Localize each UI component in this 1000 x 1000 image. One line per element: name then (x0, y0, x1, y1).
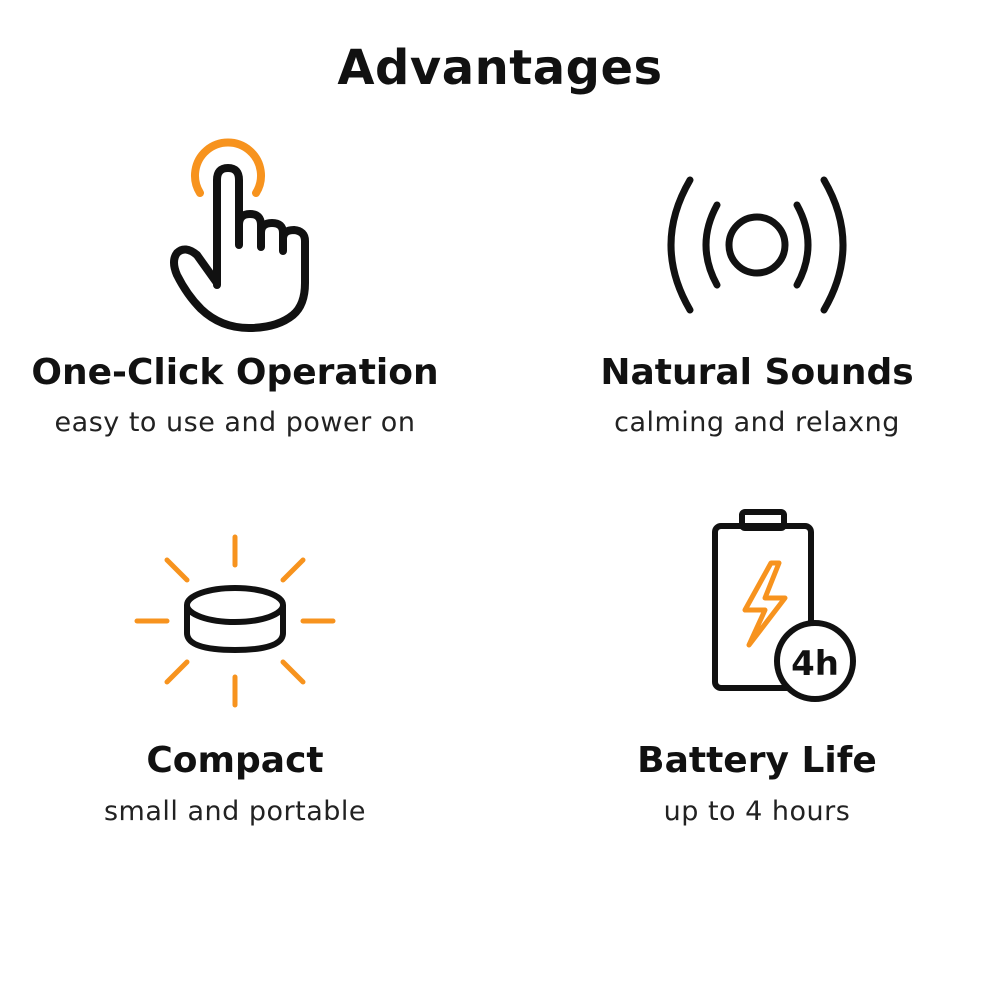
sound-waves-icon (537, 135, 977, 345)
battery-hours-badge: 4h (791, 644, 839, 684)
feature-subtitle: calming and relaxng (614, 407, 900, 438)
page-title: Advantages (337, 40, 663, 96)
feature-title: Battery Life (637, 740, 877, 781)
compact-disc-device-icon (15, 505, 455, 715)
feature-title: Natural Sounds (600, 352, 914, 393)
pointing-hand-icon (15, 135, 455, 345)
feature-subtitle: easy to use and power on (54, 407, 416, 438)
battery-icon: 4h (537, 505, 977, 715)
feature-subtitle: up to 4 hours (663, 796, 851, 827)
lightning-icon (742, 560, 788, 648)
feature-title: Compact (146, 740, 324, 781)
feature-subtitle: small and portable (103, 796, 367, 827)
feature-title: One-Click Operation (31, 352, 439, 393)
